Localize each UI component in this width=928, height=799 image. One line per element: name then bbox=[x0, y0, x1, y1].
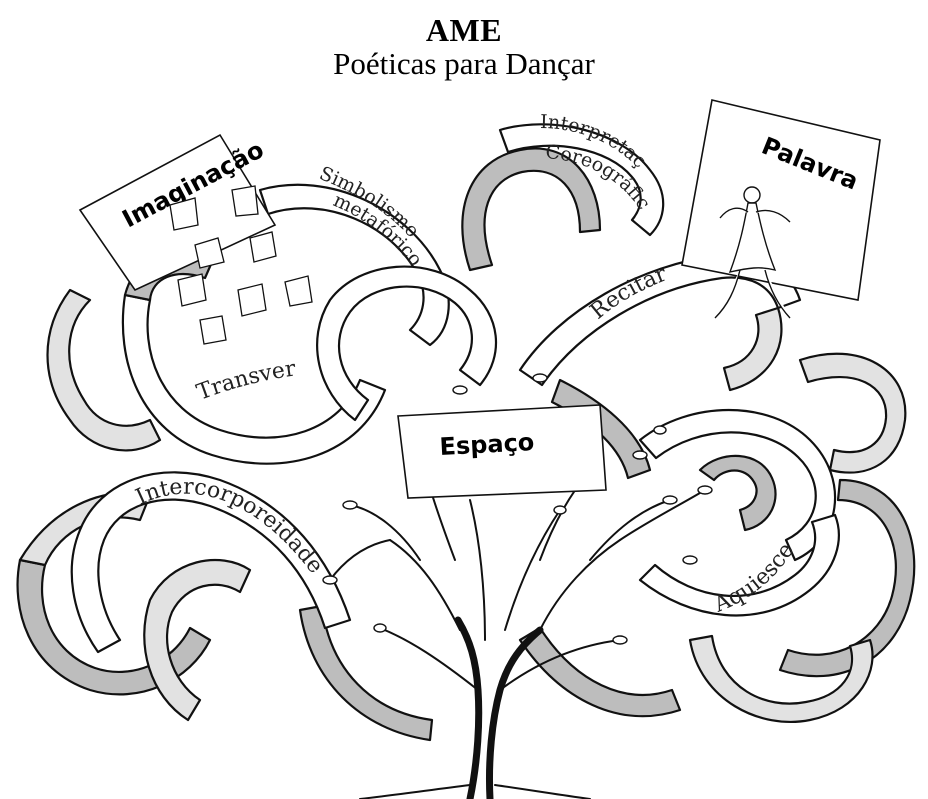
sign-espaco-label: Espaço bbox=[439, 428, 535, 461]
ribbon-label-aquiescer: Aquiescer bbox=[0, 0, 799, 618]
tree-illustration bbox=[330, 470, 705, 799]
sign-espaco: Espaço bbox=[398, 405, 606, 498]
sign-palavra: Palavra bbox=[682, 100, 880, 300]
ribbon-label-transver: Transver bbox=[194, 356, 298, 405]
